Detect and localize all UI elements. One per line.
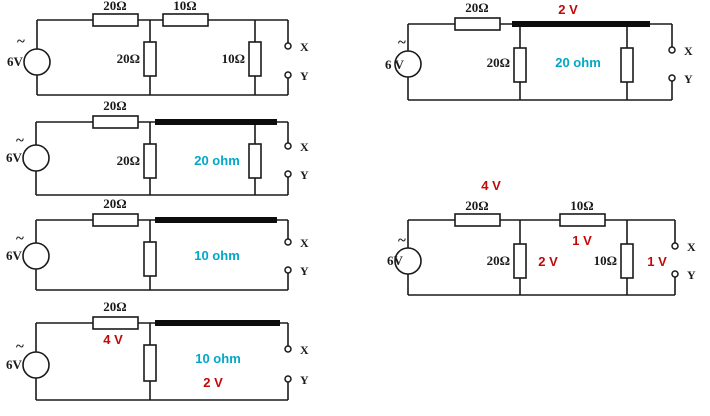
resistor-label: 20Ω bbox=[487, 253, 510, 268]
short-bar bbox=[155, 119, 277, 125]
voltage-drop-label: 1 V bbox=[647, 254, 667, 269]
voltage-drop-label: 4 V bbox=[103, 332, 123, 347]
resistor-label: 20Ω bbox=[103, 98, 126, 113]
equivalent-resistance-label: 10 ohm bbox=[194, 248, 240, 263]
resistor-series-2 bbox=[559, 213, 606, 227]
resistor-label: 20Ω bbox=[103, 0, 126, 13]
voltage-drop-label: 2 V bbox=[538, 254, 558, 269]
resistor-shunt-1 bbox=[513, 47, 527, 83]
resistor-shunt bbox=[143, 344, 157, 382]
ac-source bbox=[22, 351, 50, 379]
resistor-label: 10Ω bbox=[222, 51, 245, 66]
wires bbox=[35, 322, 289, 401]
terminal-y bbox=[284, 266, 292, 274]
ac-tilde-icon: ~ bbox=[16, 133, 24, 149]
resistor-label: 20Ω bbox=[465, 0, 488, 15]
ac-tilde-icon: ~ bbox=[16, 231, 24, 247]
resistor-series bbox=[92, 316, 139, 330]
terminal-y-label: Y bbox=[300, 264, 309, 278]
short-bar bbox=[512, 21, 650, 27]
terminal-y bbox=[284, 71, 292, 79]
terminal-y bbox=[668, 74, 676, 82]
circuit-6: 4 V ~ 6V 20Ω 10Ω 1 V 20Ω 2 V 10Ω 1 V X Y bbox=[387, 178, 696, 296]
equivalent-resistance-label: 20 ohm bbox=[555, 55, 601, 70]
terminal-x bbox=[668, 46, 676, 54]
terminal-y-label: Y bbox=[300, 373, 309, 387]
ac-source bbox=[394, 247, 422, 275]
resistor-shunt-2 bbox=[248, 143, 262, 179]
resistor-label: 10Ω bbox=[173, 0, 196, 13]
resistor-label: 20Ω bbox=[103, 198, 126, 211]
terminal-x-label: X bbox=[687, 240, 696, 254]
circuit-3: ~ 6V 20Ω 10 ohm X Y bbox=[6, 198, 309, 291]
terminal-x-label: X bbox=[300, 40, 309, 54]
terminal-y-label: Y bbox=[687, 268, 696, 282]
source-label: 6 V bbox=[385, 57, 405, 72]
resistor-series-2 bbox=[162, 13, 209, 27]
terminal-y-label: Y bbox=[684, 72, 693, 86]
output-voltage-label: 2 V bbox=[203, 375, 223, 390]
terminal-x-label: X bbox=[684, 44, 693, 58]
voltage-label: 2 V bbox=[558, 2, 578, 17]
resistor-label: 20Ω bbox=[103, 300, 126, 314]
resistor-label: 20Ω bbox=[465, 198, 488, 213]
terminal-x bbox=[671, 242, 679, 250]
wires bbox=[407, 219, 676, 296]
terminal-x bbox=[284, 238, 292, 246]
resistor-label: 20Ω bbox=[117, 153, 140, 168]
ac-source bbox=[22, 242, 50, 270]
terminal-x-label: X bbox=[300, 140, 309, 154]
source-label: 6V bbox=[6, 357, 23, 372]
ac-source bbox=[22, 144, 50, 172]
equivalent-resistance-label: 20 ohm bbox=[194, 153, 240, 168]
source-label: 6V bbox=[6, 150, 23, 165]
equivalent-resistance-label: 10 ohm bbox=[195, 351, 241, 366]
ac-source bbox=[394, 50, 422, 78]
terminal-x-label: X bbox=[300, 343, 309, 357]
resistor-shunt-1 bbox=[513, 243, 527, 279]
terminal-x-label: X bbox=[300, 236, 309, 250]
ac-tilde-icon: ~ bbox=[16, 339, 24, 355]
circuit-5: ~ 6 V 20Ω 2 V 20Ω 20 ohm X Y bbox=[385, 0, 693, 101]
circuit-1: ~ 6V 20Ω 10Ω 20Ω 10Ω X Y bbox=[7, 0, 309, 96]
circuit-2: ~ 6V 20Ω 20Ω 20 ohm X Y bbox=[6, 98, 309, 196]
resistor-shunt-2 bbox=[248, 41, 262, 77]
resistor-label: 10Ω bbox=[570, 198, 593, 213]
resistor-label: 20Ω bbox=[117, 51, 140, 66]
terminal-x bbox=[284, 142, 292, 150]
source-label: 6V bbox=[387, 253, 404, 268]
resistor-shunt-1 bbox=[143, 41, 157, 77]
terminal-x bbox=[284, 345, 292, 353]
ac-tilde-icon: ~ bbox=[17, 34, 25, 50]
terminal-y bbox=[284, 170, 292, 178]
resistor-series bbox=[92, 213, 139, 227]
terminal-y bbox=[284, 375, 292, 383]
resistor-label: 20Ω bbox=[487, 55, 510, 70]
source-label: 6V bbox=[7, 54, 24, 69]
voltage-drop-label: 1 V bbox=[572, 233, 592, 248]
terminal-y bbox=[671, 270, 679, 278]
resistor-series bbox=[92, 115, 139, 129]
circuit-4: ~ 6V 20Ω 4 V 10 ohm 2 V X Y bbox=[6, 300, 309, 401]
short-bar bbox=[155, 217, 277, 223]
resistor-shunt-2 bbox=[620, 47, 634, 83]
resistor-shunt-1 bbox=[143, 143, 157, 179]
resistor-shunt-2 bbox=[620, 243, 634, 279]
source-label: 6V bbox=[6, 248, 23, 263]
node-voltage-label: 4 V bbox=[481, 178, 501, 193]
short-bar bbox=[155, 320, 280, 326]
terminal-y-label: Y bbox=[300, 168, 309, 182]
ac-tilde-icon: ~ bbox=[398, 35, 406, 51]
resistor-series bbox=[454, 17, 501, 31]
resistor-shunt bbox=[143, 241, 157, 277]
ac-tilde-icon: ~ bbox=[398, 233, 406, 249]
ac-source bbox=[23, 48, 51, 76]
terminal-y-label: Y bbox=[300, 69, 309, 83]
resistor-series-1 bbox=[92, 13, 139, 27]
resistor-label: 10Ω bbox=[594, 253, 617, 268]
resistor-series-1 bbox=[454, 213, 501, 227]
terminal-x bbox=[284, 42, 292, 50]
wires bbox=[35, 219, 289, 291]
